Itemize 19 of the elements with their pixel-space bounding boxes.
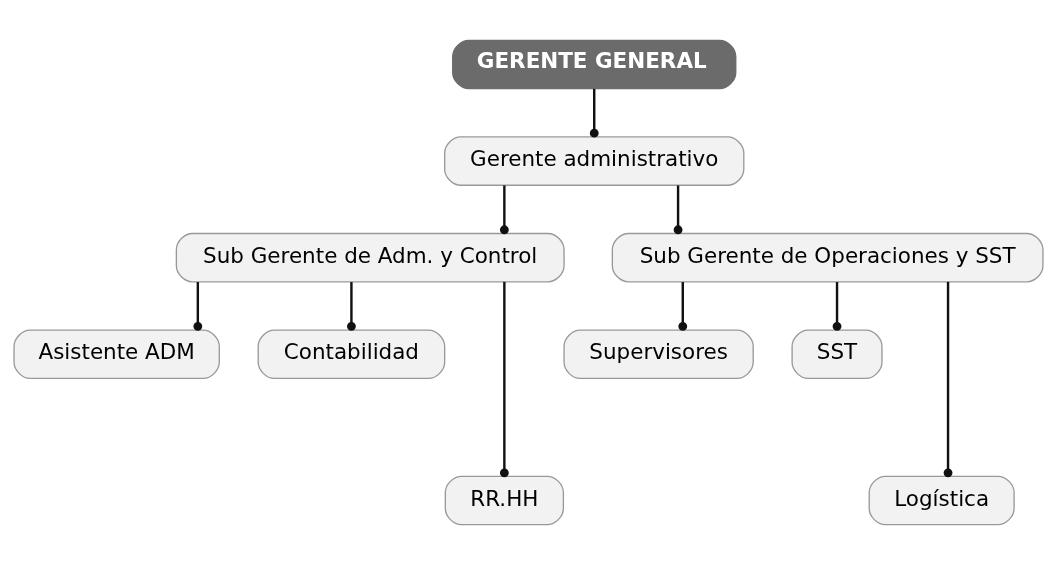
connector <box>678 281 688 331</box>
node-box: Gerente administrativo <box>444 135 745 186</box>
connector <box>499 281 509 477</box>
node-box: Supervisores <box>563 328 754 379</box>
connector <box>589 88 599 138</box>
connector <box>347 281 356 331</box>
node-box: SST <box>791 328 883 379</box>
connector <box>193 281 203 331</box>
connector <box>499 184 509 234</box>
node-box: RR.HH <box>444 475 565 525</box>
node-box: GERENTE GENERAL <box>452 39 737 89</box>
connector <box>673 184 683 234</box>
node-box: Sub Gerente de Operaciones y SST <box>611 232 1044 282</box>
connector <box>943 281 953 477</box>
node-box: Asistente ADM <box>13 328 220 379</box>
node-box: Sub Gerente de Adm. y Control <box>175 232 565 282</box>
node-box: Logística <box>868 475 1015 525</box>
connector <box>832 281 842 331</box>
node-box: Contabilidad <box>257 328 446 379</box>
